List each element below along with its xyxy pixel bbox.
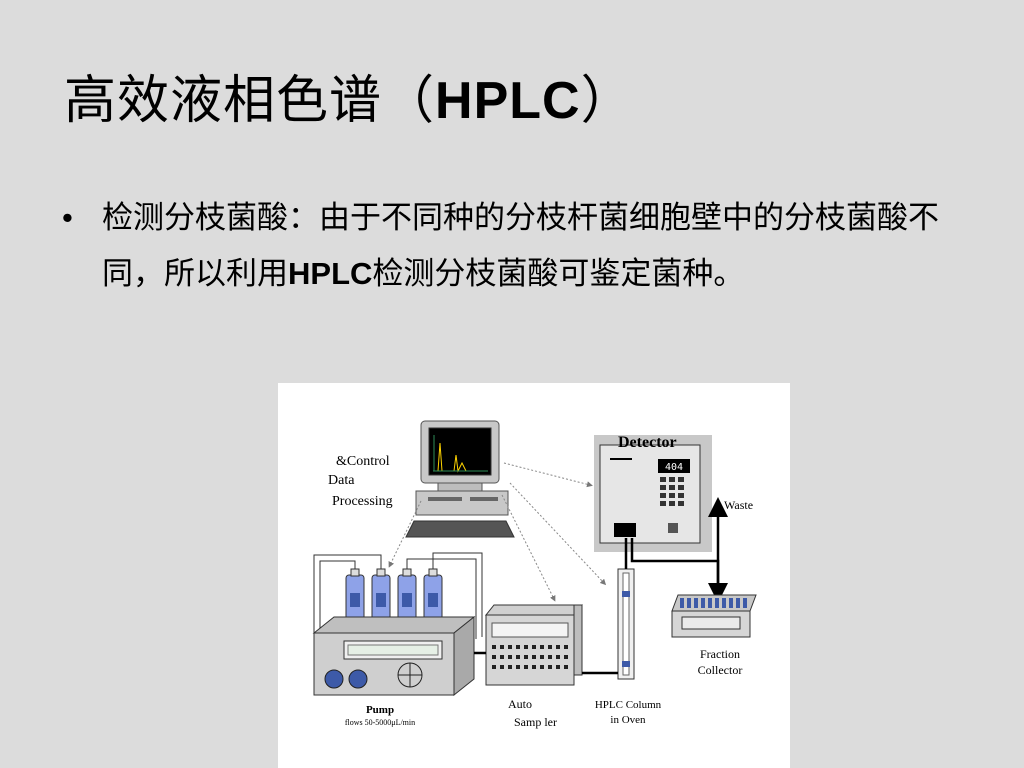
bullet-text: 检测分枝菌酸：由于不同种的分枝杆菌细胞壁中的分枝菌酸不同，所以利用HPLC检测分… xyxy=(102,190,962,302)
label-waste: Waste xyxy=(724,498,753,512)
control-line-column xyxy=(509,482,607,586)
computer-icon xyxy=(405,420,515,538)
title-chinese: 高效液相色谱 xyxy=(64,71,383,131)
bullet-item: • 检测分枝菌酸：由于不同种的分枝杆菌细胞壁中的分枝菌酸不同，所以利用HPLC检… xyxy=(62,190,962,302)
bullet-text-latin: HPLC xyxy=(288,256,373,291)
label-control: &Control xyxy=(336,454,390,469)
bullet-text-part1: 检测分枝菌酸：由于不同种的分枝杆菌细胞壁中的分枝菌酸不同，所以利用 xyxy=(102,200,939,292)
title-paren-open: （ xyxy=(382,71,436,131)
hplc-column-icon xyxy=(617,568,635,680)
control-line-detector xyxy=(503,462,593,488)
label-data: Data xyxy=(328,473,355,488)
label-collector: Collector xyxy=(698,663,743,677)
hplc-diagram-svg: &Control Data Processing 404 Detector Wa… xyxy=(312,420,757,729)
fraction-collector-icon xyxy=(671,594,757,638)
label-pump: Pump xyxy=(366,704,394,716)
detector-display: 404 xyxy=(665,462,683,473)
label-flows: flows 50-5000μL/min xyxy=(345,718,415,727)
hplc-diagram: &Control Data Processing 404 Detector Wa… xyxy=(278,383,790,768)
label-sampler: Samp ler xyxy=(514,715,557,729)
control-line-sampler xyxy=(501,494,556,602)
bullet-text-part2: 检测分枝菌酸可鉴定菌种。 xyxy=(372,256,745,292)
bullet-dot-icon: • xyxy=(62,200,73,235)
label-in-oven: in Oven xyxy=(610,714,646,726)
label-fraction: Fraction xyxy=(700,647,740,661)
solvent-bottles-icon xyxy=(313,552,483,645)
slide-title: 高效液相色谱（HPLC） xyxy=(64,58,634,133)
title-latin: HPLC xyxy=(435,72,581,130)
pump-icon xyxy=(312,615,476,697)
auto-sampler-icon xyxy=(484,604,584,686)
detector-icon: 404 xyxy=(594,435,712,552)
control-lines xyxy=(388,462,607,602)
outflow-line xyxy=(630,538,728,603)
label-hplc-column: HPLC Column xyxy=(595,699,662,711)
title-paren-close: ） xyxy=(580,71,634,131)
label-detector: Detector xyxy=(618,434,677,451)
label-processing: Processing xyxy=(332,494,393,509)
label-auto: Auto xyxy=(508,697,532,711)
